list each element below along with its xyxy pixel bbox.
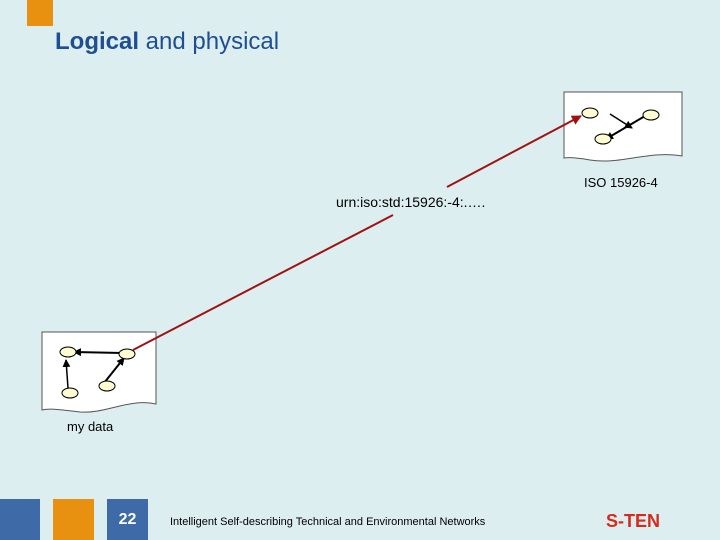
mydata-node-2 (118, 348, 136, 360)
footer-text: Intelligent Self-describing Technical an… (170, 516, 486, 528)
mydata-edge-3 (103, 357, 125, 384)
iso-document-label: ISO 15926-4 (584, 175, 658, 190)
iso-document-shape (563, 91, 683, 162)
footer-blue-block (0, 499, 40, 540)
title-rest-part: and physical (139, 28, 280, 55)
mydata-node-4 (98, 380, 116, 392)
urn-label: urn:iso:std:15926:-4:.…. (336, 194, 486, 210)
iso-document (563, 91, 683, 162)
link-line-lower (132, 214, 394, 351)
mydata-document-label: my data (67, 419, 114, 434)
iso-node-2 (642, 109, 660, 121)
footer-orange-block (53, 499, 94, 540)
page-number: 22 (107, 499, 148, 540)
mydata-document-shape (41, 331, 157, 413)
iso-edge-2 (609, 113, 633, 129)
mydata-edge-1 (73, 348, 123, 357)
page-title: Logical and physical (55, 28, 279, 56)
mydata-node-1 (59, 346, 77, 358)
title-bold-part: Logical (55, 28, 140, 55)
decorative-orange-square (27, 0, 53, 26)
iso-node-1 (581, 107, 599, 119)
mydata-edge-2 (62, 359, 71, 389)
brand-logo-text: S-TEN (606, 511, 660, 531)
link-line-upper (446, 115, 582, 188)
mydata-document (41, 331, 157, 413)
iso-node-3 (594, 133, 612, 145)
mydata-node-3 (61, 387, 79, 399)
